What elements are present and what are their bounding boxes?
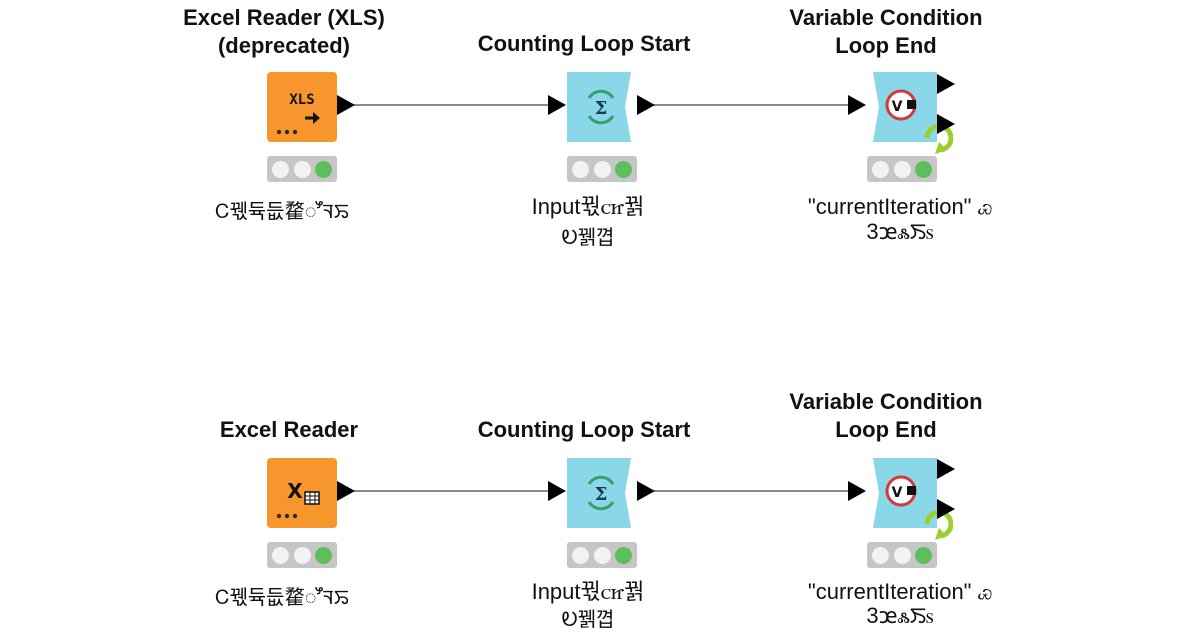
node-status-lights (267, 542, 337, 568)
xls-icon-label: XLS (289, 92, 314, 108)
connection-wire[interactable] (354, 104, 550, 106)
node-variable-condition-loop-end[interactable]: V (867, 458, 953, 540)
xls-icon: XLS (267, 72, 337, 142)
node-description-line1: "currentIteration" ꮿ (807, 579, 993, 604)
status-light-green (615, 546, 633, 564)
input-port-icon[interactable] (548, 95, 566, 115)
node-description-line1: "currentIteration" ꮿ (807, 194, 993, 219)
node-status-lights (867, 156, 937, 182)
node-excel-reader[interactable]: X (267, 458, 337, 528)
output-port-icon[interactable] (937, 459, 955, 479)
status-light-red (571, 546, 589, 564)
connection-wire[interactable] (654, 104, 850, 106)
node-title-variable-condition-loop-end: Variable Condition Loop End (789, 389, 983, 442)
node-status-lights (567, 156, 637, 182)
status-light-green (315, 160, 333, 178)
connection-wire[interactable] (354, 490, 550, 492)
output-port-icon[interactable] (937, 74, 955, 94)
node-counting-loop-start[interactable]: Σ (567, 458, 637, 528)
sigma-loop-icon: Σ (567, 72, 631, 142)
status-light-green (915, 546, 933, 564)
node-description-line2: 3ꭢꮬꯏꮪ (866, 219, 934, 244)
node-title-counting-loop-start: Counting Loop Start (477, 417, 691, 442)
node-description: Ꮯ꿳듁듮䨁ꯧꯜꯢ (215, 201, 349, 223)
node-description-line1: Input꿗ꮯꮵ꿝 (531, 194, 645, 219)
excel-icon-label: X (287, 479, 303, 503)
status-light-yellow (593, 160, 611, 178)
status-light-yellow (293, 546, 311, 564)
node-variable-condition-loop-end[interactable]: V (867, 72, 953, 154)
status-light-yellow (893, 160, 911, 178)
node-status-lights (267, 156, 337, 182)
node-description-line2: 3ꭢꮬꯏꮪ (866, 603, 934, 628)
input-port-icon[interactable] (848, 481, 866, 501)
output-port-icon[interactable] (337, 95, 355, 115)
status-light-green (315, 546, 333, 564)
node-status-lights (567, 542, 637, 568)
node-title-excel-reader: Excel Reader (219, 417, 359, 442)
variable-condition-icon: V (873, 458, 953, 540)
input-port-icon[interactable] (848, 95, 866, 115)
output-port-icon[interactable] (937, 499, 955, 519)
output-port-icon[interactable] (637, 481, 655, 501)
variable-condition-icon: V (873, 72, 953, 154)
connection-wire[interactable] (654, 490, 850, 492)
node-description: Ꮯ꿳듁듮䨁ꯧꯜꯢ (215, 587, 349, 609)
output-port-icon[interactable] (637, 95, 655, 115)
status-light-yellow (293, 160, 311, 178)
node-description-line2: Ꭷ꿹꼅 (561, 609, 615, 631)
sigma-loop-icon: Σ (567, 458, 631, 528)
status-light-yellow (593, 546, 611, 564)
svg-text:Σ: Σ (595, 98, 608, 119)
node-description-line1: Input꿗ꮯꮵ꿝 (531, 579, 645, 604)
svg-text:V: V (892, 485, 903, 501)
status-light-green (915, 160, 933, 178)
status-light-green (615, 160, 633, 178)
excel-table-icon: X (267, 458, 337, 528)
node-status-lights (867, 542, 937, 568)
node-counting-loop-start[interactable]: Σ (567, 72, 637, 142)
node-description-line2: Ꭷ꿹꼅 (561, 227, 615, 249)
status-light-red (271, 160, 289, 178)
input-port-icon[interactable] (548, 481, 566, 501)
output-port-icon[interactable] (337, 481, 355, 501)
node-excel-reader-xls[interactable]: XLS (267, 72, 337, 142)
output-port-icon[interactable] (937, 114, 955, 134)
node-title-excel-reader-xls: Excel Reader (XLS) (deprecated) (183, 5, 385, 58)
status-light-red (571, 160, 589, 178)
svg-text:V: V (892, 99, 903, 115)
node-title-variable-condition-loop-end: Variable Condition Loop End (789, 5, 983, 58)
node-title-counting-loop-start: Counting Loop Start (477, 31, 691, 56)
status-light-red (871, 160, 889, 178)
status-light-red (271, 546, 289, 564)
status-light-yellow (893, 546, 911, 564)
svg-text:Σ: Σ (595, 484, 608, 505)
status-light-red (871, 546, 889, 564)
